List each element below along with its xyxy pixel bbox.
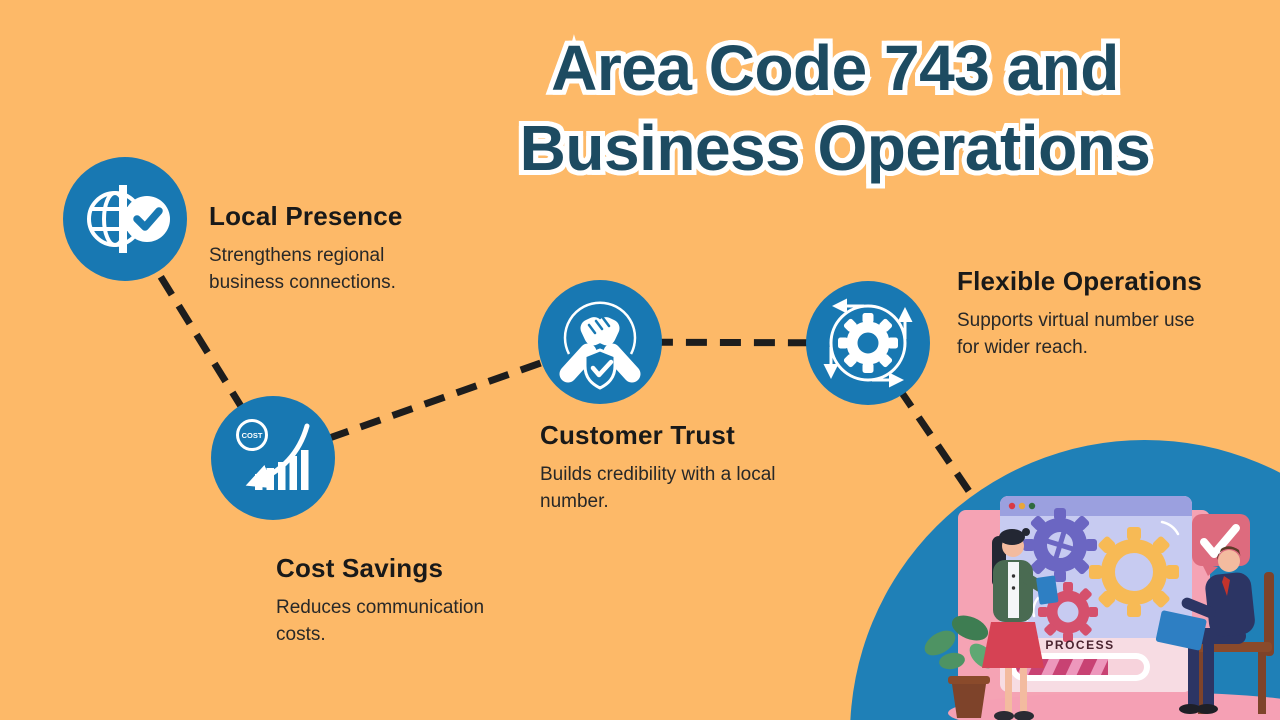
item-heading: Local Presence (209, 201, 403, 231)
flexible-operations-bubble (806, 281, 930, 405)
window-dot-yellow (1018, 502, 1026, 510)
item-heading: Flexible Operations (957, 266, 1203, 296)
plant (924, 615, 995, 718)
cost-savings-bubble: COST (211, 396, 335, 520)
cost-badge-label: COST (242, 431, 263, 440)
page-title: Area Code 743 and Area Code 743 and Busi… (390, 27, 1280, 189)
customer-trust-label: Customer Trust Builds credibility with a… (540, 420, 785, 515)
man-figure (1155, 546, 1274, 714)
title-line1-outline: Area Code 743 and (546, 27, 1124, 109)
local-presence-label: Local Presence Strengthens regional busi… (209, 201, 444, 296)
local-presence-bubble (63, 157, 187, 281)
teamwork-process-illustration: PROCESS (850, 440, 1280, 720)
gear-yellow-icon (1089, 520, 1180, 617)
item-description: Reduces communication costs. (276, 597, 485, 645)
item-heading: Cost Savings (276, 553, 444, 583)
gear-cycle-icon (823, 298, 913, 388)
handshake-shield-icon (559, 301, 641, 390)
cost-decline-chart-icon: COST (236, 419, 310, 490)
globe-check-icon (87, 185, 170, 253)
title-line2: Business Operations (519, 112, 1151, 184)
window-dot-red (1008, 502, 1016, 510)
item-description: Strengthens regional business connection… (209, 245, 396, 293)
customer-trust-bubble (538, 280, 662, 404)
gear-purple-icon (1023, 508, 1097, 582)
item-description: Supports virtual number use for wider re… (957, 310, 1195, 358)
item-description: Builds credibility with a local number. (540, 464, 776, 512)
cost-savings-label: Cost Savings Reduces communication costs… (276, 553, 528, 648)
flexible-operations-label: Flexible Operations Supports virtual num… (957, 266, 1215, 361)
title-line2-outline: Business Operations (515, 107, 1156, 189)
process-label: PROCESS (1045, 638, 1114, 652)
woman-figure (982, 528, 1059, 720)
title-line1: Area Code 743 and (551, 32, 1119, 104)
window-dot-green (1028, 502, 1036, 510)
item-heading: Customer Trust (540, 420, 735, 450)
